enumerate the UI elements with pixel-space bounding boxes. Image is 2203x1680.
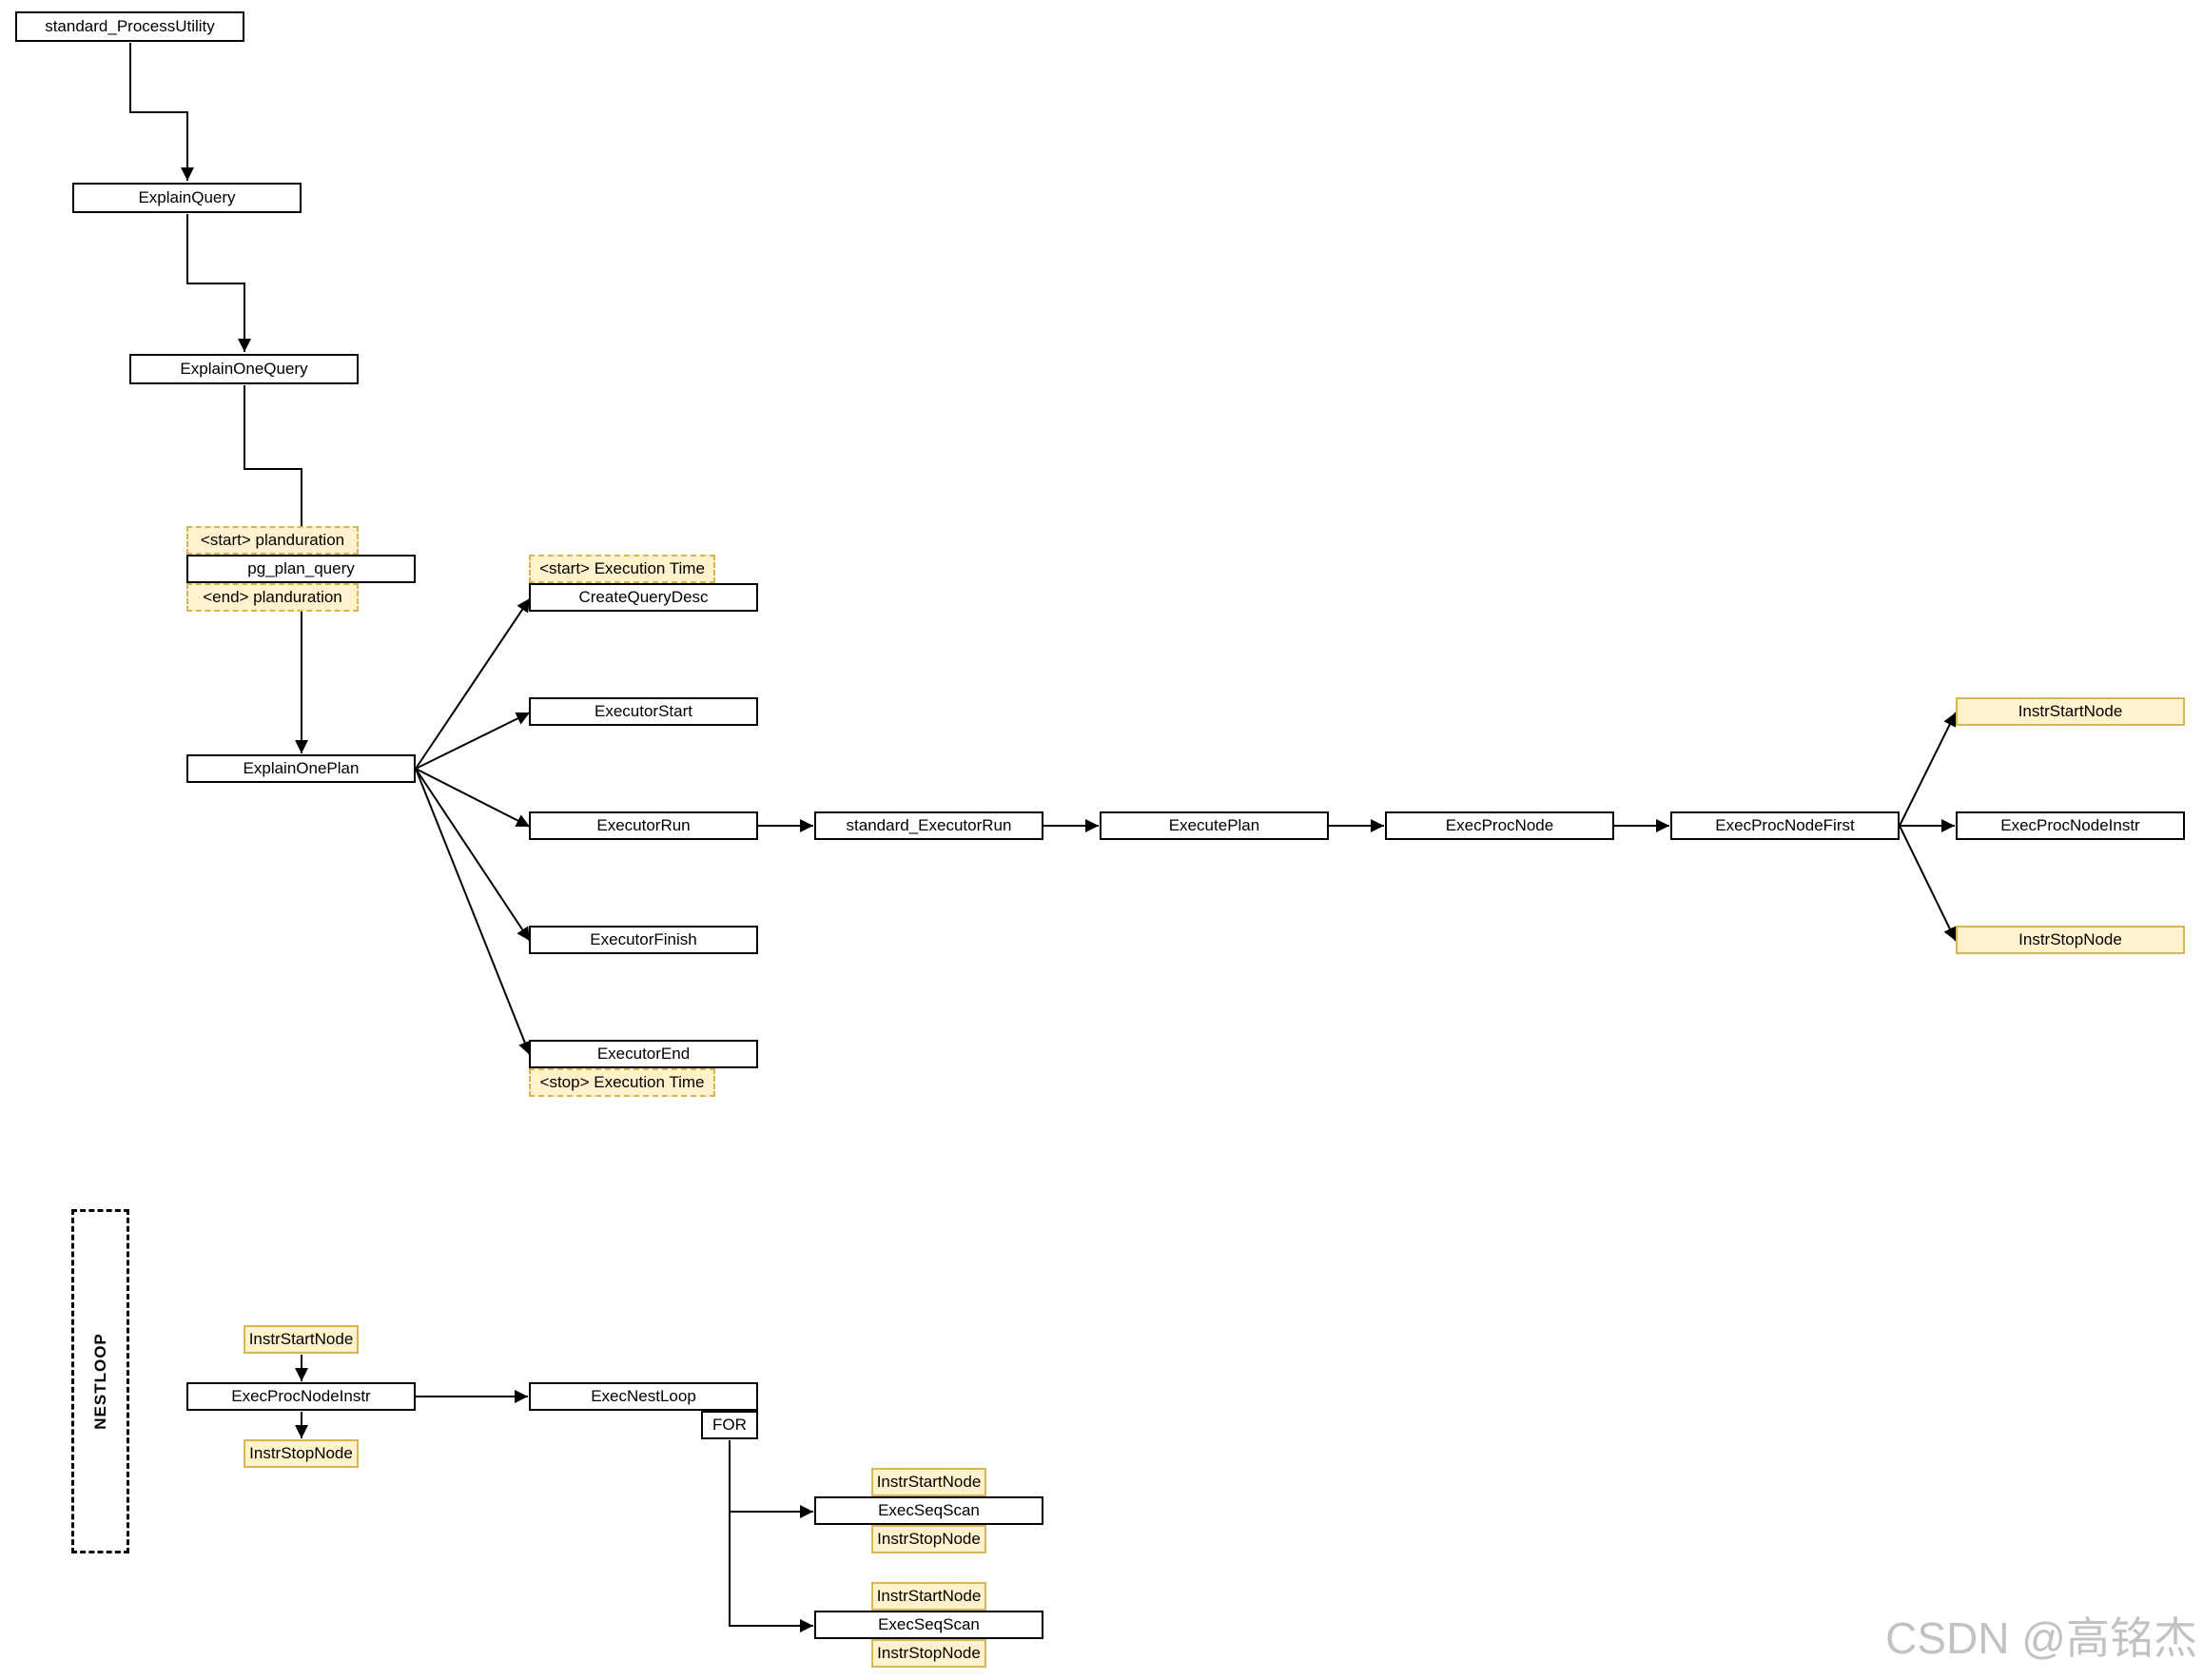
edge-execprocnodefirst-instrstartnode bbox=[1899, 712, 1957, 827]
nl-scan2-instrstopnode: InstrStopNode bbox=[871, 1639, 986, 1668]
nl-execnestloop: ExecNestLoop bbox=[529, 1382, 758, 1411]
edge-explainoneplan-executorend bbox=[415, 768, 532, 1056]
edge-explainoneplan-createquerydesc bbox=[415, 597, 531, 770]
edge-explainoneplan-executorfinish bbox=[415, 768, 531, 942]
node-executorstart: ExecutorStart bbox=[529, 697, 758, 726]
edge-explainonequery-pgplanquery bbox=[244, 385, 302, 526]
edge-explainoneplan-executorrun bbox=[415, 768, 531, 828]
tag-end-planduration: <end> planduration bbox=[186, 583, 359, 612]
tag-start-planduration: <start> planduration bbox=[186, 526, 359, 555]
node-executorrun: ExecutorRun bbox=[529, 811, 758, 840]
edge-execprocnodefirst-instrstopnode bbox=[1899, 825, 1957, 942]
node-executorend: ExecutorEnd bbox=[529, 1040, 758, 1068]
node-executeplan: ExecutePlan bbox=[1100, 811, 1329, 840]
node-explainoneplan: ExplainOnePlan bbox=[186, 754, 416, 783]
tag-stop-execution-time: <stop> Execution Time bbox=[529, 1068, 715, 1097]
nl-instrstartnode: InstrStartNode bbox=[244, 1325, 359, 1354]
node-execprocnodefirst: ExecProcNodeFirst bbox=[1670, 811, 1900, 840]
node-executorfinish: ExecutorFinish bbox=[529, 926, 758, 954]
watermark: CSDN @高铭杰 bbox=[1885, 1613, 2197, 1663]
node-execprocnode: ExecProcNode bbox=[1385, 811, 1614, 840]
nl-scan1-execseqscan: ExecSeqScan bbox=[814, 1496, 1043, 1525]
node-explainonequery: ExplainOneQuery bbox=[129, 354, 359, 384]
nl-execprocnodeinstr: ExecProcNodeInstr bbox=[186, 1382, 416, 1411]
tag-start-execution-time: <start> Execution Time bbox=[529, 555, 715, 583]
nl-scan1-instrstartnode: InstrStartNode bbox=[871, 1468, 986, 1496]
nestloop-container: NESTLOOP bbox=[71, 1209, 129, 1553]
node-explainquery: ExplainQuery bbox=[72, 183, 302, 213]
nl-scan1-instrstopnode: InstrStopNode bbox=[871, 1525, 986, 1553]
node-pg-plan-query: pg_plan_query bbox=[186, 555, 416, 583]
edge-explainquery-explainonequery bbox=[186, 214, 251, 352]
node-createquerydesc: CreateQueryDesc bbox=[529, 583, 758, 612]
edge-explainoneplan-executorstart bbox=[415, 712, 531, 770]
nl-scan2-execseqscan: ExecSeqScan bbox=[814, 1611, 1043, 1639]
edge-nl-for-seqscan-2 bbox=[729, 1512, 813, 1632]
node-instrstopnode: InstrStopNode bbox=[1956, 926, 2185, 954]
node-standard-executorrun: standard_ExecutorRun bbox=[814, 811, 1043, 840]
node-instrstartnode: InstrStartNode bbox=[1956, 697, 2185, 726]
nestloop-label: NESTLOOP bbox=[90, 1333, 109, 1430]
edge-nl-for-seqscan-1 bbox=[729, 1440, 813, 1518]
node-standard-processutility: standard_ProcessUtility bbox=[15, 11, 244, 42]
nl-for-box: FOR bbox=[701, 1411, 758, 1439]
nl-scan2-instrstartnode: InstrStartNode bbox=[871, 1582, 986, 1611]
nl-instrstopnode: InstrStopNode bbox=[244, 1439, 359, 1468]
node-execprocnodeinstr: ExecProcNodeInstr bbox=[1956, 811, 2185, 840]
edge-processutility-explainquery bbox=[129, 43, 194, 181]
